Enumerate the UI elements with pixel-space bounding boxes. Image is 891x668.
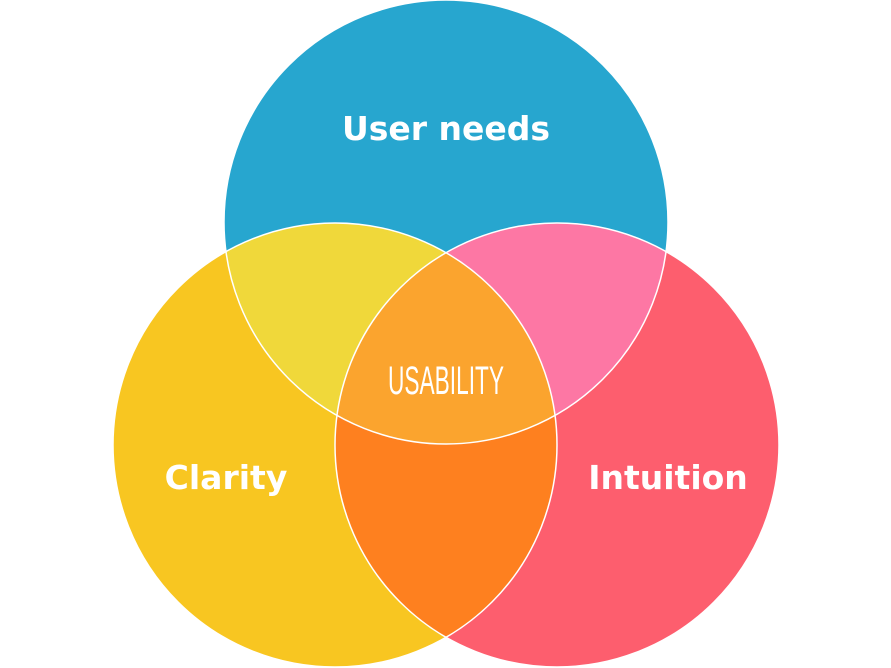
label-usability: USABILITY [388,359,504,403]
outline-intuition [334,222,780,668]
circle-outlines [112,0,780,668]
outline-clarity [112,222,558,668]
label-user-needs: User needs [342,109,550,148]
overlap-center [335,223,557,444]
outline-user-needs [223,0,669,445]
label-clarity: Clarity [165,458,288,497]
label-intuition: Intuition [588,458,748,497]
